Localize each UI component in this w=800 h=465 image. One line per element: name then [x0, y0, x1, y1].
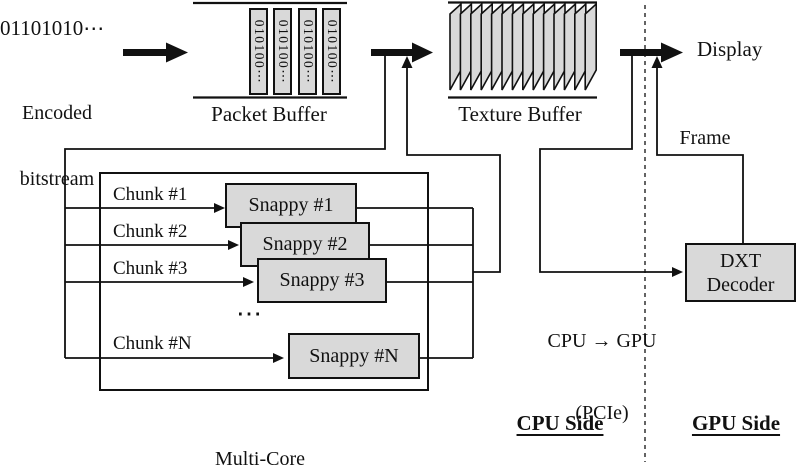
texture-sheet-icon: [584, 2, 598, 91]
pcie-transfer-caption: CPU → GPU (PCIe): [547, 330, 657, 424]
dxt-decoder-box: DXT Decoder: [685, 243, 796, 302]
gpu-side-label: GPU Side: [691, 411, 781, 435]
texture-sheet-icon: [449, 2, 462, 91]
chunk2-arrowhead-icon: [228, 240, 239, 250]
texture-sheet-icon: [459, 2, 473, 91]
chunkN-arrowhead-icon: [273, 353, 284, 363]
texture-sheet-icon: [490, 2, 504, 91]
frame-up-arrowhead-icon: [651, 56, 663, 68]
connector-lines: [64, 56, 744, 391]
pcie-transfer-path: [539, 56, 672, 273]
chunk-2-label: Chunk #2: [113, 221, 188, 242]
frame-return-path: [656, 63, 744, 243]
texture-sheet-icon: [532, 2, 546, 91]
texture-sheets-icon: [449, 2, 598, 91]
packet-card-bits: 010100⋯: [300, 19, 316, 84]
chunk-1-label: Chunk #1: [113, 184, 188, 205]
display-label: Display: [697, 37, 763, 61]
workers-ellipsis: ⋯: [236, 299, 262, 328]
packet-card-bits: 010100⋯: [251, 19, 267, 84]
texture-buffer-label: Texture Buffer: [458, 102, 582, 126]
texture-buffer-rails: [448, 1, 597, 99]
snappy-n-box: Snappy #N: [288, 333, 420, 379]
packet-buffer-label: Packet Buffer: [211, 102, 327, 126]
packet-card: 010100⋯: [273, 8, 292, 95]
encoded-bitstream-label: Encoded bitstream: [19, 102, 95, 190]
input-distribution-path: [64, 56, 386, 358]
dxt-arrowhead-icon: [672, 267, 683, 277]
cpu-side-label: CPU Side: [516, 411, 604, 435]
packet-card: 010100⋯: [322, 8, 341, 95]
chunk3-arrowhead-icon: [243, 277, 254, 287]
merge-up-arrowhead-icon: [401, 56, 413, 68]
packet-card-bits: 010100⋯: [324, 19, 340, 84]
packet-card: 010100⋯: [298, 8, 317, 95]
bitstream-digits: 01101010⋯: [0, 16, 105, 40]
snappy-3-box: Snappy #3: [257, 258, 387, 303]
packet-buffer-rails: [193, 1, 347, 99]
chunk-3-label: Chunk #3: [113, 258, 188, 279]
frame-label: Frame: [679, 127, 731, 149]
thick-flow-arrows: [123, 42, 683, 63]
texture-sheet-icon: [480, 2, 494, 91]
texture-sheet-icon: [501, 2, 514, 91]
chunk-n-label: Chunk #N: [113, 333, 192, 354]
arrowheads: [214, 56, 683, 363]
return-up-path: [406, 63, 501, 273]
packet-card-bits: 010100⋯: [275, 19, 291, 84]
chunk1-arrowhead-icon: [214, 203, 225, 213]
texture-sheet-icon: [563, 2, 577, 91]
texture-sheet-icon: [521, 2, 535, 91]
texture-sheet-icon: [553, 2, 566, 91]
texture-sheet-icon: [469, 2, 483, 91]
texture-sheet-icon: [511, 2, 525, 91]
packet-card: 010100⋯: [249, 8, 268, 95]
texture-sheet-icon: [542, 2, 556, 91]
texture-sheet-icon: [573, 2, 587, 91]
multicore-caption: Multi-Core Parallel Processing: [215, 448, 305, 465]
multicore-inner-frame: [99, 172, 429, 391]
